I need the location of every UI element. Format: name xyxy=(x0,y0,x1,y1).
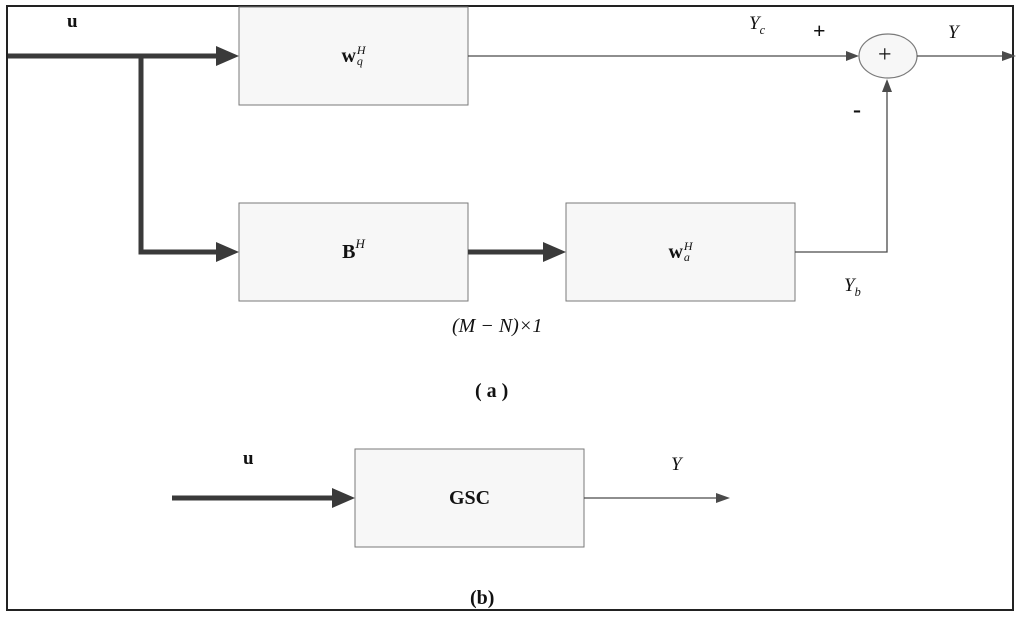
plus-sign-label: + xyxy=(813,18,826,43)
branch-line xyxy=(138,56,222,255)
yc-label: Yc xyxy=(749,13,766,37)
bottom-input-u-label: u xyxy=(243,448,254,469)
arrow-output xyxy=(1002,51,1016,61)
arrow-to-wa xyxy=(543,242,566,262)
arrow-to-gsc xyxy=(332,488,355,508)
arrow-gsc-output xyxy=(716,493,730,503)
bottom-output-y-label: Y xyxy=(671,454,682,475)
minus-sign-label: - xyxy=(853,97,861,123)
yb-line xyxy=(795,90,888,253)
arrow-to-b xyxy=(216,242,239,262)
gsc-block-label: GSC xyxy=(448,486,491,509)
wq-block xyxy=(238,6,469,106)
arrow-up-to-summer xyxy=(882,79,892,92)
arrow-to-wq xyxy=(216,46,239,66)
yb-label: Yb xyxy=(844,275,861,299)
caption-a: ( a ) xyxy=(475,380,509,402)
b-block xyxy=(238,202,469,302)
dimension-label: (M − N)×1 xyxy=(452,315,543,337)
caption-b: (b) xyxy=(470,587,495,609)
arrow-to-summer xyxy=(846,51,859,61)
output-y-label: Y xyxy=(948,22,959,43)
wa-block xyxy=(565,202,796,302)
input-u-label: u xyxy=(67,11,78,32)
diagram-frame xyxy=(6,5,1014,611)
summer-symbol: + xyxy=(878,42,892,68)
